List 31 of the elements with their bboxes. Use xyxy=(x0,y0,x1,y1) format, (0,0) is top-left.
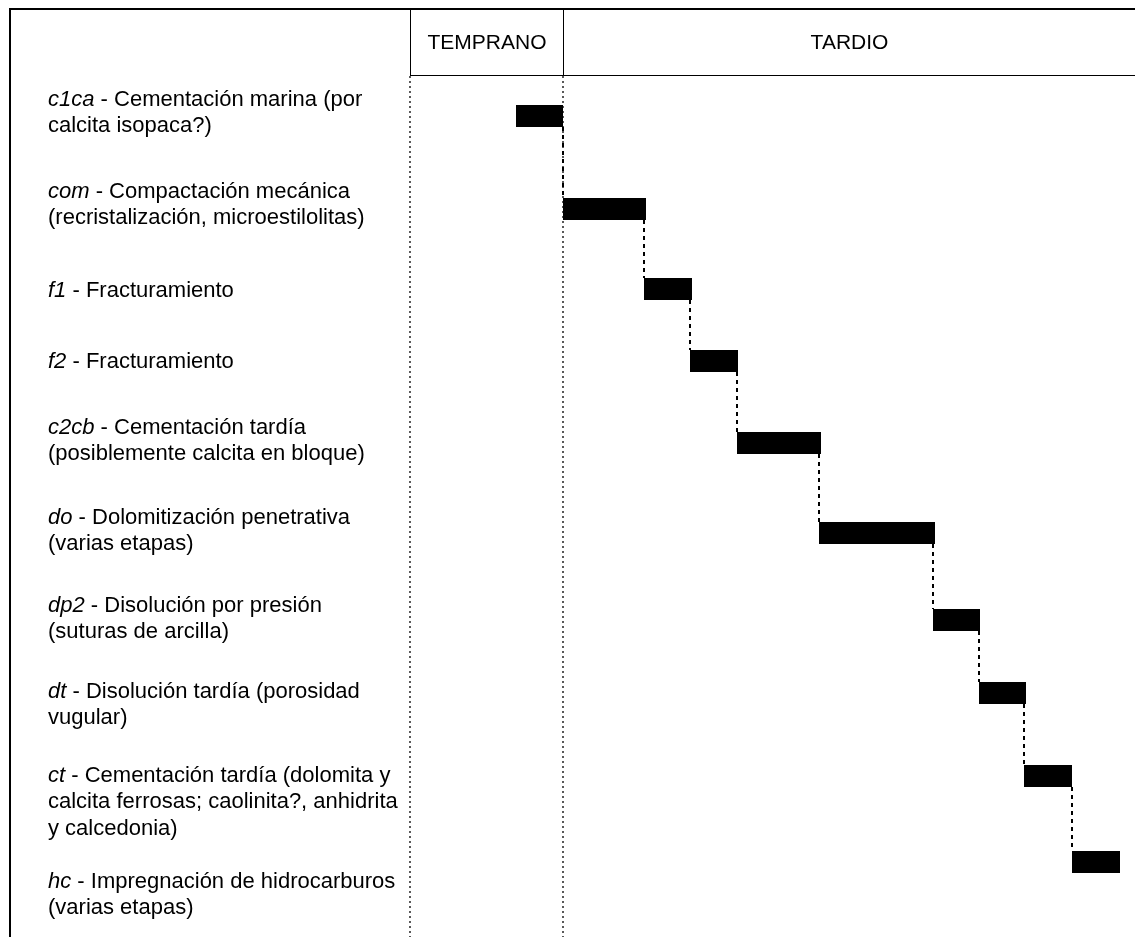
dotted-connector xyxy=(932,543,934,610)
process-label: c2cb - Cementación tardía (posiblemente calcita en bloque) xyxy=(48,414,366,467)
process-label: hc - Impregnación de hidrocarburos (varias etapas) xyxy=(48,868,397,921)
process-label: f1 - Fracturamiento xyxy=(48,277,235,304)
duration-bar xyxy=(737,432,821,454)
duration-bar xyxy=(819,522,935,544)
period-header-cell xyxy=(410,8,563,76)
dotted-connector xyxy=(736,371,738,433)
process-label: do - Dolomitización penetrativa (varias etapas) xyxy=(48,504,352,557)
duration-bar xyxy=(516,105,563,127)
duration-bar xyxy=(1024,765,1072,787)
period-label: TARDIO xyxy=(810,29,889,54)
duration-bar xyxy=(690,350,738,372)
duration-bar xyxy=(933,609,980,631)
duration-bar xyxy=(1072,851,1120,873)
dotted-connector xyxy=(643,219,645,279)
dotted-connector xyxy=(978,630,980,683)
process-label: c1ca - Cementación marina (por calcita isopaca?) xyxy=(48,86,364,139)
period-label: TEMPRANO xyxy=(427,29,547,54)
process-label: f2 - Fracturamiento xyxy=(48,348,235,375)
dotted-connector xyxy=(689,299,691,351)
process-label: com - Compactación mecánica (recristalización, microestilolitas) xyxy=(48,178,366,231)
period-header-cell xyxy=(563,8,1135,76)
dotted-connector xyxy=(1023,703,1025,766)
process-label: ct - Cementación tardía (dolomita y calcita ferrosas; caolinita?, anhidrita y calcedonia) xyxy=(48,762,399,842)
process-label: dp2 - Disolución por presión (suturas de arcilla) xyxy=(48,592,323,645)
duration-bar xyxy=(644,278,692,300)
duration-bar xyxy=(563,198,646,220)
dotted-connector xyxy=(818,453,820,523)
process-label: dt - Disolución tardía (porosidad vugular) xyxy=(48,678,361,731)
duration-bar xyxy=(979,682,1026,704)
